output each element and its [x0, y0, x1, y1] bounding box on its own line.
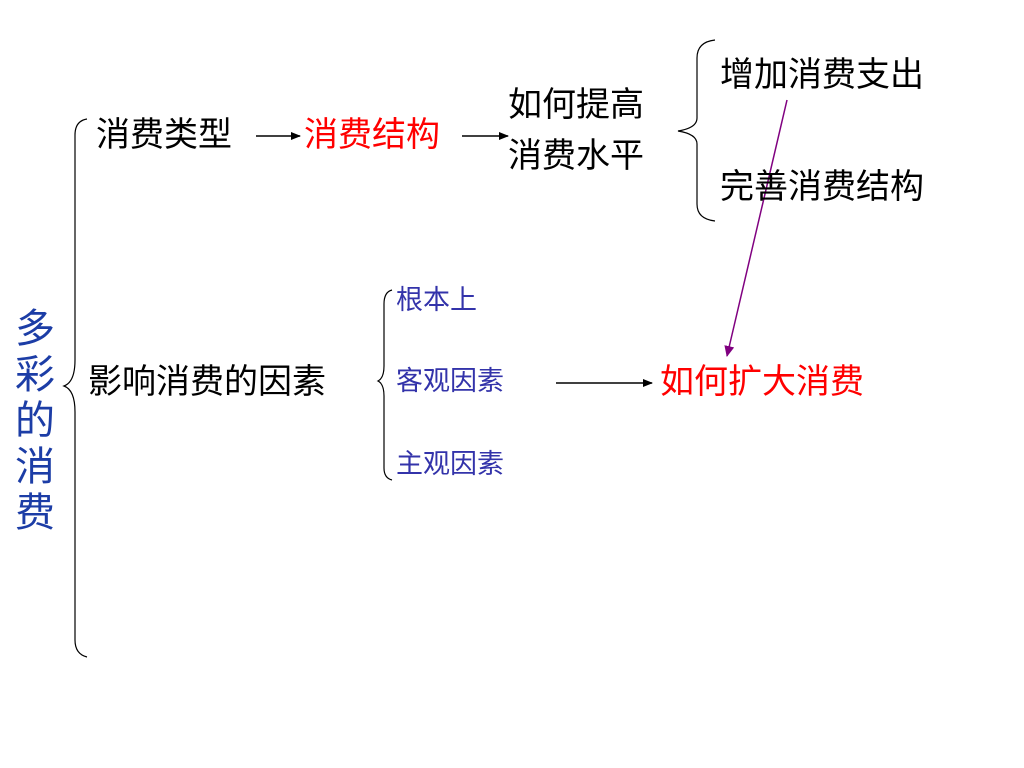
- consumption-structure: 消费结构: [304, 115, 440, 155]
- consumption-types: 消费类型: [96, 115, 232, 155]
- arrow-spending-to-expand: [724, 99, 788, 357]
- increase-spending: 增加消费支出: [720, 55, 924, 95]
- how-raise-line-1: 如何提高: [508, 85, 644, 125]
- root-label: 多彩的消费: [15, 306, 55, 536]
- influencing-factors: 影响消费的因素: [88, 362, 326, 402]
- expand-consumption: 如何扩大消费: [660, 362, 864, 402]
- improve-structure: 完善消费结构: [720, 167, 924, 207]
- how-raise-line-2: 消费水平: [508, 136, 644, 176]
- main-brace: [62, 118, 88, 658]
- raise-brace: [677, 39, 716, 222]
- factor-brace: [376, 289, 393, 481]
- factor-objective: 客观因素: [396, 366, 504, 397]
- factor-fundamental: 根本上: [396, 285, 477, 316]
- factor-subjective: 主观因素: [396, 449, 504, 480]
